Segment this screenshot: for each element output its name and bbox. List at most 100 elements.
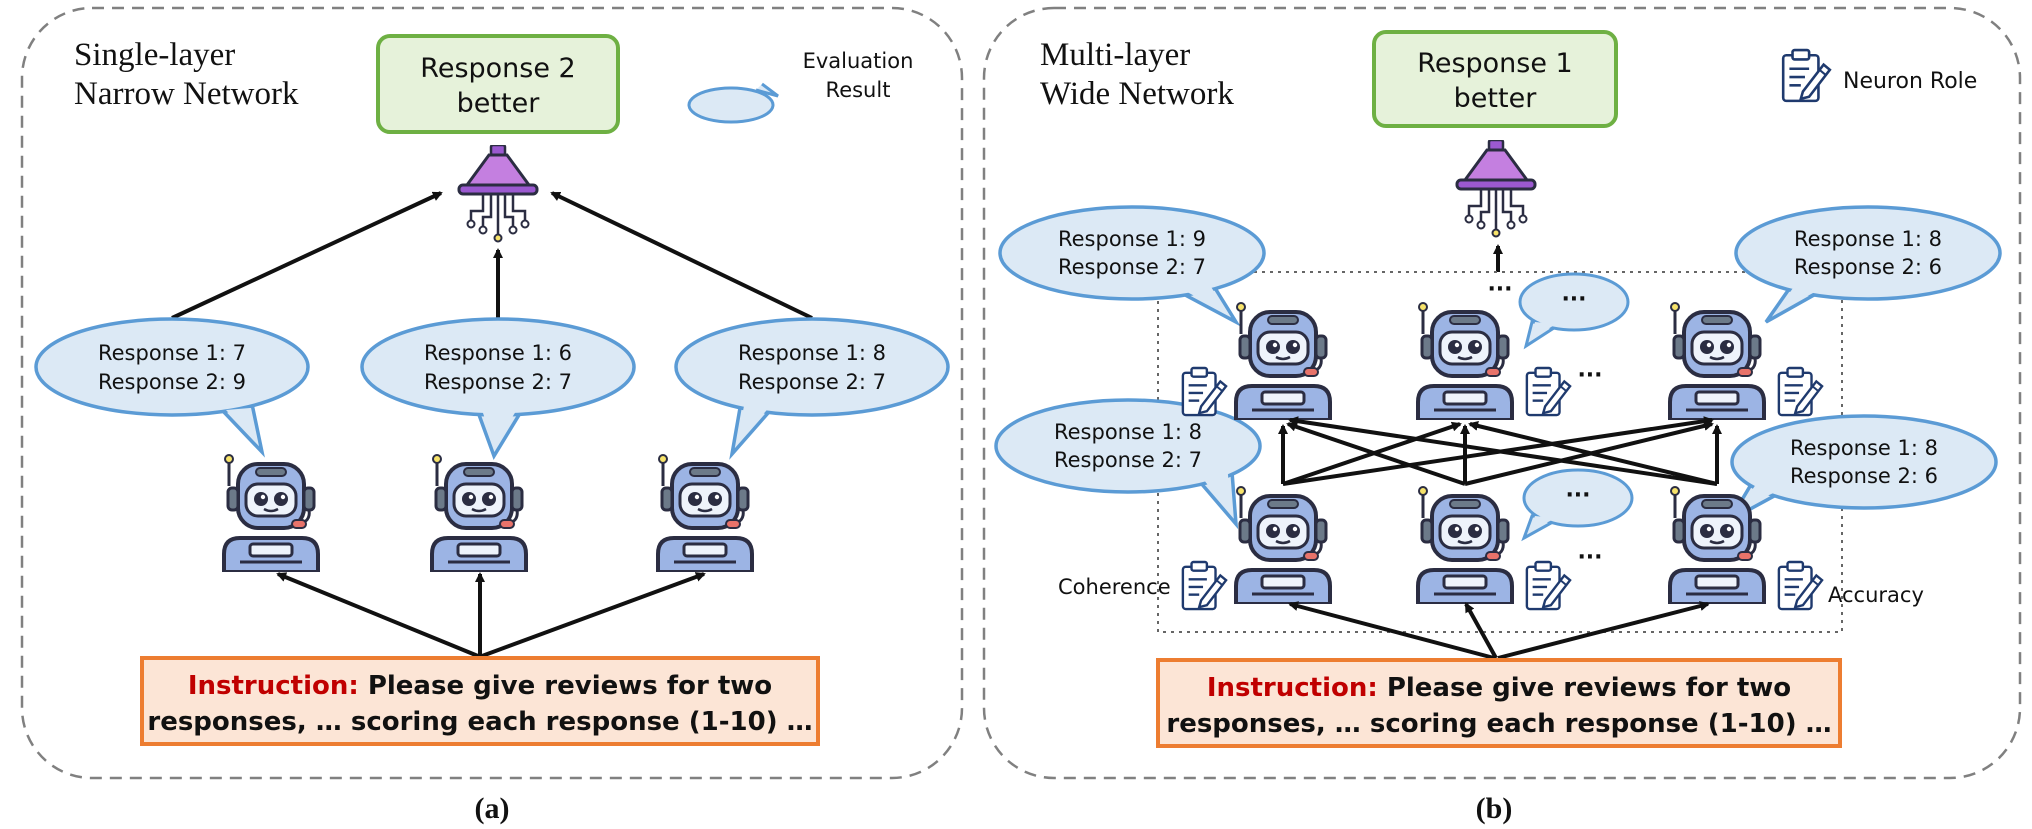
robot-b-bottom-left xyxy=(1234,485,1332,604)
bubble-b3-line2: Response 2: 7 xyxy=(1054,448,1202,472)
ellipsis-top-tail-cover xyxy=(1530,322,1556,340)
output-a-line2: better xyxy=(457,88,541,119)
panel-b-title-line1: Multi-layer xyxy=(1040,37,1190,73)
bubble-b4-shape xyxy=(1730,414,1998,510)
conn-r-m xyxy=(1468,421,1718,486)
robot-a2 xyxy=(430,453,528,572)
output-a-line1: Response 2 xyxy=(420,53,575,84)
legend-a-line2: Result xyxy=(826,78,891,102)
bubble-a2-line1: Response 1: 6 xyxy=(424,341,572,365)
bubble-b-ellipsis-top: ··· xyxy=(1518,272,1630,350)
legend-a-line1: Evaluation xyxy=(803,49,914,73)
panel-b: Multi-layer Wide Network Response 1 bett… xyxy=(982,6,2022,825)
bubble-b1-tail-cover xyxy=(1176,282,1228,314)
instruction-b-line2: responses, … scoring each response (1-10… xyxy=(1166,709,1831,739)
bubble-a2: Response 1: 6 Response 2: 7 xyxy=(360,317,636,461)
robot-a3 xyxy=(656,453,754,572)
panel-a-border xyxy=(20,6,964,780)
role-clipboard-icon-bm xyxy=(1525,560,1572,611)
bubble-a1-tail-cover xyxy=(226,408,258,444)
instruction-a-line2: responses, … scoring each response (1-10… xyxy=(147,707,812,737)
panel-a: Single-layer Narrow Network Response 2 b… xyxy=(20,6,964,825)
bubble-b4: Response 1: 8 Response 2: 6 xyxy=(1725,414,1998,525)
instruction-a-text1: Please give reviews for two xyxy=(359,671,772,701)
ellipsis-top-robot: ··· xyxy=(1487,277,1512,302)
bubble-b1-line1: Response 1: 9 xyxy=(1058,227,1206,251)
ellipsis-top-text: ··· xyxy=(1561,287,1586,312)
panel-b-title-line2: Wide Network xyxy=(1040,76,1234,112)
bubble-b4-tail-cover xyxy=(1738,470,1796,510)
bubble-a3: Response 1: 8 Response 2: 7 xyxy=(674,317,950,460)
role-label-coherence: Coherence xyxy=(1058,575,1171,599)
arrow-b-in-right xyxy=(1497,601,1710,660)
aggregator-funnel-icon xyxy=(457,145,539,243)
caption-a: (a) xyxy=(475,792,510,825)
bubble-b1-shape xyxy=(998,205,1266,301)
bubble-a3-tail-cover xyxy=(736,404,772,446)
ellipsis-bottom-text: ··· xyxy=(1565,483,1590,508)
role-clipboard-icon-tm xyxy=(1525,366,1572,417)
panel-a-title-line2: Narrow Network xyxy=(74,76,299,112)
conn-m-l xyxy=(1286,421,1466,486)
instruction-a-line1: Instruction: Please give reviews for two xyxy=(188,671,772,701)
legend-bubble-tail xyxy=(755,82,779,98)
instruction-b-text1: Please give reviews for two xyxy=(1378,673,1791,703)
role-clipboard-icon-tr xyxy=(1777,366,1824,417)
arrow-a-right xyxy=(550,191,813,320)
bubble-a2-tail-cover xyxy=(482,408,518,446)
caption-b: (b) xyxy=(1476,792,1513,825)
legend-bubble-icon xyxy=(687,86,775,124)
bubble-b-ellipsis-bottom: ··· xyxy=(1521,468,1634,542)
robot-b-top-left xyxy=(1234,301,1332,420)
panel-a-title-line1: Single-layer xyxy=(74,37,235,73)
output-box-b xyxy=(1372,30,1618,128)
role-clipboard-icon-bl xyxy=(1181,560,1228,611)
layer-connections xyxy=(1278,416,1722,486)
bubble-b4-line2: Response 2: 6 xyxy=(1790,464,1938,488)
output-box-a xyxy=(376,34,620,134)
instruction-b-label: Instruction: xyxy=(1207,673,1378,703)
bubble-a2-line2: Response 2: 7 xyxy=(424,370,572,394)
instruction-b-line1: Instruction: Please give reviews for two xyxy=(1207,673,1791,703)
instruction-a-label: Instruction: xyxy=(188,671,359,701)
bubble-a1-line2: Response 2: 9 xyxy=(98,370,246,394)
robot-b-top-right xyxy=(1668,301,1766,420)
arrow-b-in-left xyxy=(1288,601,1495,660)
aggregator-funnel-icon-b xyxy=(1455,140,1537,238)
ellipsis-bottom-tail-cover xyxy=(1528,516,1556,532)
ellipsis-role-top: ··· xyxy=(1577,363,1602,388)
conn-r-l xyxy=(1288,416,1718,486)
ellipsis-role-bottom: ··· xyxy=(1577,545,1602,570)
instruction-box-b xyxy=(1156,658,1842,748)
ellipsis-bottom-shape xyxy=(1522,468,1634,528)
legend-neuron-role: Neuron Role xyxy=(1781,48,1977,103)
ellipsis-top-shape xyxy=(1518,272,1630,332)
bubble-a3-shape xyxy=(674,317,950,417)
robot-b-bottom-mid xyxy=(1416,485,1514,604)
arrow-a-left xyxy=(171,191,443,320)
role-clipboard-icon-br xyxy=(1777,560,1824,611)
legend-evaluation-result: Evaluation Result xyxy=(687,49,914,124)
bubble-a1: Response 1: 7 Response 2: 9 xyxy=(34,317,310,458)
bubble-b4-line1: Response 1: 8 xyxy=(1790,436,1938,460)
robot-a1 xyxy=(222,453,320,572)
bubble-b2-line1: Response 1: 8 xyxy=(1794,227,1942,251)
instruction-box-a xyxy=(140,656,820,746)
bubble-b3: Response 1: 8 Response 2: 7 xyxy=(994,398,1262,530)
bubble-a3-line2: Response 2: 7 xyxy=(738,370,886,394)
output-b-line1: Response 1 xyxy=(1417,48,1572,79)
arrow-a-in-right xyxy=(481,572,706,658)
bubble-b3-shape xyxy=(994,398,1262,494)
role-clipboard-icon-tl xyxy=(1181,366,1228,417)
bubble-b1: Response 1: 9 Response 2: 7 xyxy=(998,205,1266,327)
bubble-b2-line2: Response 2: 6 xyxy=(1794,255,1942,279)
bubble-b1-line2: Response 2: 7 xyxy=(1058,255,1206,279)
arrow-b-in-mid xyxy=(1464,602,1498,659)
bubble-a2-shape xyxy=(360,317,636,417)
output-b-line2: better xyxy=(1454,83,1538,114)
robot-b-top-mid xyxy=(1416,301,1514,420)
bubble-a3-line1: Response 1: 8 xyxy=(738,341,886,365)
bubble-b2-shape xyxy=(1734,205,2002,301)
bubble-b2: Response 1: 8 Response 2: 6 xyxy=(1734,205,2002,324)
